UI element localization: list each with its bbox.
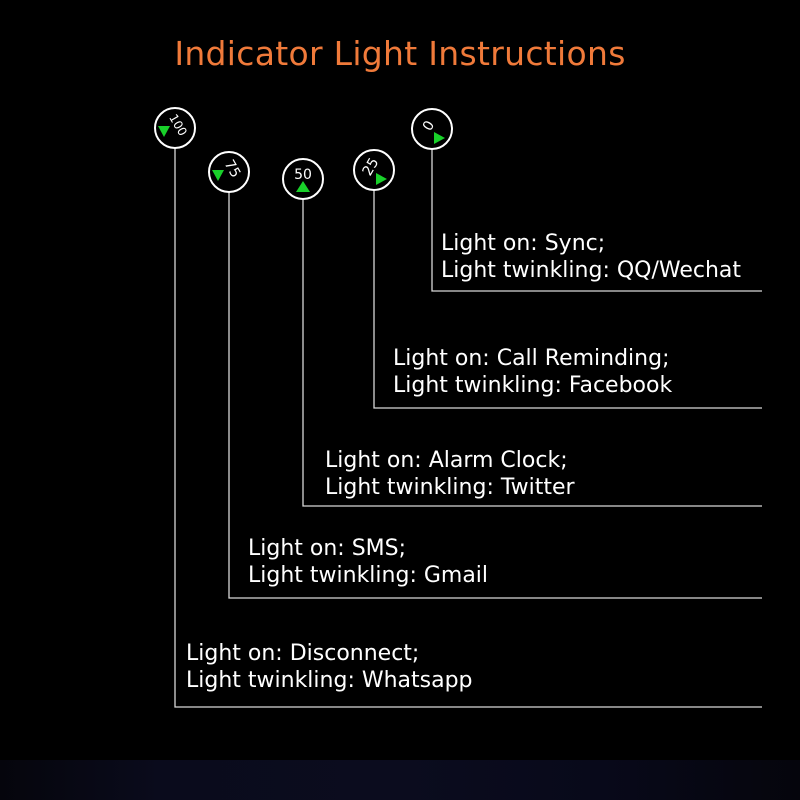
indicator-ring [282, 158, 324, 200]
indicator-dial-100: 100 [154, 107, 196, 149]
indicator-label: 50 [294, 167, 312, 183]
description-50: Light on: Alarm Clock;Light twinkling: T… [325, 447, 575, 501]
light-on-text: Light on: Disconnect; [186, 641, 420, 666]
light-on-text: Light on: Alarm Clock; [325, 448, 568, 473]
leader-line-25 [373, 190, 762, 409]
light-on-text: Light on: Call Reminding; [393, 346, 670, 371]
description-25: Light on: Call Reminding;Light twinkling… [393, 345, 672, 399]
light-on-text: Light on: Sync; [441, 231, 606, 256]
light-twinkling-text: Light twinkling: Gmail [248, 563, 489, 588]
light-twinkling-text: Light twinkling: QQ/Wechat [441, 258, 742, 283]
leader-line-100 [174, 148, 762, 708]
light-twinkling-text: Light twinkling: Whatsapp [186, 668, 473, 693]
indicator-dial-0: 0 [411, 108, 453, 150]
leader-line-75 [228, 192, 762, 599]
leader-line-0 [431, 149, 762, 292]
description-100: Light on: Disconnect;Light twinkling: Wh… [186, 640, 473, 694]
indicator-ring [154, 107, 196, 149]
indicator-ring [208, 151, 250, 193]
page-title: Indicator Light Instructions [174, 34, 626, 73]
indicator-label: 75 [221, 157, 244, 180]
leader-lines [174, 148, 762, 708]
indicator-dials: 100 75 50 25 0 [154, 107, 453, 200]
arrow-right-icon [376, 173, 387, 185]
indicator-dial-25: 25 [353, 149, 395, 191]
arrow-down-icon [212, 170, 224, 181]
light-on-text: Light on: SMS; [248, 536, 407, 561]
indicator-dial-50: 50 [282, 158, 324, 200]
arrow-down-icon [158, 126, 170, 137]
light-twinkling-text: Light twinkling: Facebook [393, 373, 673, 398]
description-75: Light on: SMS;Light twinkling: Gmail [248, 535, 488, 589]
description-0: Light on: Sync;Light twinkling: QQ/Wecha… [441, 230, 741, 284]
light-twinkling-text: Light twinkling: Twitter [325, 475, 575, 500]
indicator-label: 25 [360, 155, 383, 178]
bottom-band [0, 760, 800, 800]
arrow-up-icon [296, 181, 310, 192]
leader-line-50 [302, 199, 762, 507]
arrow-right-icon [434, 132, 445, 144]
indicator-dial-75: 75 [208, 151, 250, 193]
